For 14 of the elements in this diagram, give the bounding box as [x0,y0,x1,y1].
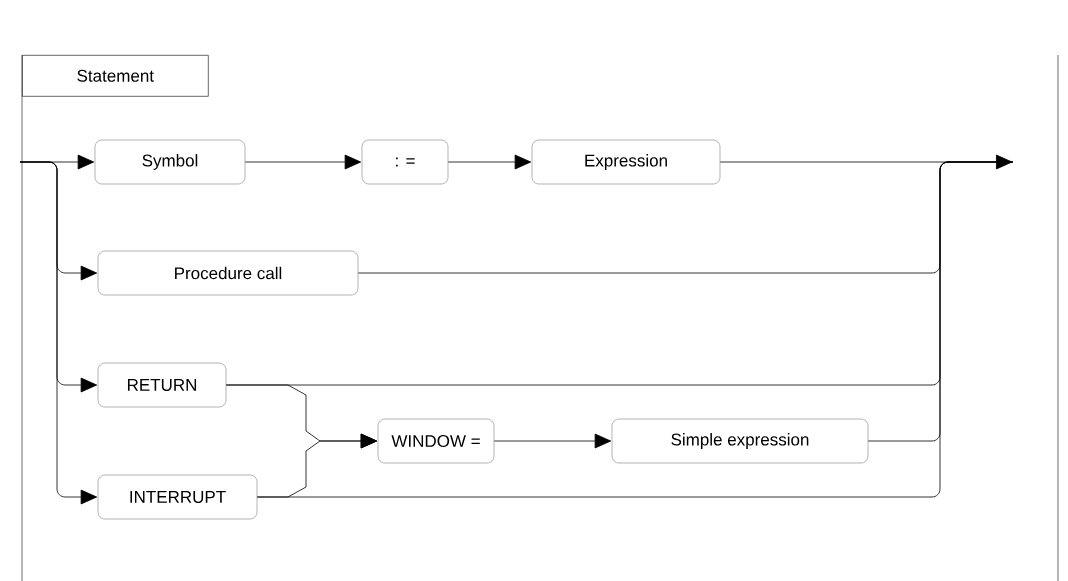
arrow [447,154,532,170]
terminal-box: RETURN [97,362,227,408]
terminal-box: : = [361,139,449,185]
arrow [244,154,362,170]
arrow [719,154,1013,170]
terminal-box: Symbol [94,139,246,185]
terminal-box: Expression [531,139,721,185]
arrow [19,161,98,505]
arrow [493,433,612,449]
terminal-box: INTERRUPT [97,474,258,520]
terminal-box: WINDOW = [377,418,495,464]
terminal-box: Simple expression [611,418,869,464]
heading-box: Statement [22,55,209,97]
terminal-box: Procedure call [97,250,359,296]
